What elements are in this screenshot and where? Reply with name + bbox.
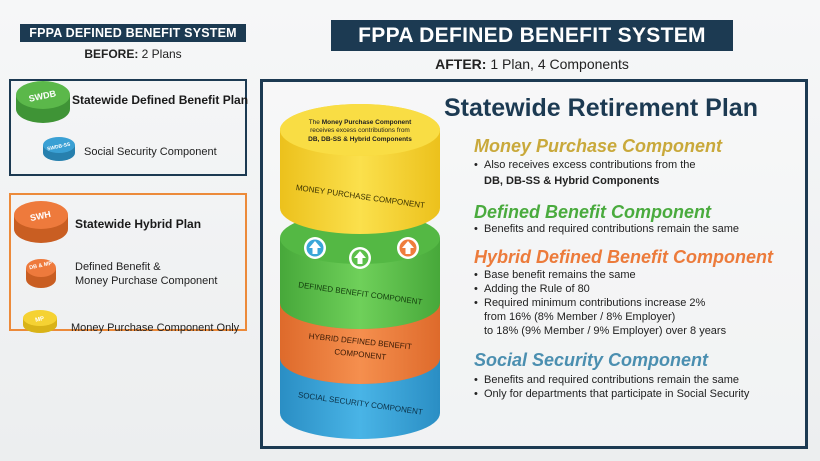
dbmp-disk-icon: DB & MP — [26, 259, 56, 288]
swdb-disk-icon: SWDB — [16, 81, 70, 123]
dbmp-label-line1: Defined Benefit & — [75, 261, 161, 273]
section-hybrid-bullet-3: •Required minimum contributions increase… — [474, 297, 706, 309]
up-arrow-icon — [304, 237, 326, 259]
swdb-ss-badge: SWDB-SS — [47, 141, 72, 152]
mp-label: Money Purchase Component Only — [71, 322, 240, 334]
stack-top-note-line2: receives excess contributions from — [310, 127, 410, 134]
before-disks: SWDB SWDB-SS SWH DB & MP MP — [14, 81, 75, 333]
section-mp-bold: DB, DB-SS & Hybrid Components — [484, 175, 660, 187]
section-hybrid-cont-2: to 18% (9% Member / 9% Employer) over 8 … — [484, 325, 727, 337]
section-mp-bullet: •Also receives excess contributions from… — [474, 159, 696, 171]
swdb-ss-disk-icon: SWDB-SS — [43, 137, 75, 161]
section-mp-heading: Money Purchase Component — [474, 136, 723, 156]
section-db-bullet: •Benefits and required contributions rem… — [474, 223, 739, 235]
swh-disk-icon: SWH — [14, 201, 68, 243]
section-hybrid-bullet-2: •Adding the Rule of 80 — [474, 283, 590, 295]
after-title: FPPA DEFINED BENEFIT SYSTEM — [358, 23, 706, 47]
before-box-defined-benefit — [9, 79, 247, 176]
after-title-banner: FPPA DEFINED BENEFIT SYSTEM — [331, 20, 733, 51]
plan-title: Statewide Retirement Plan — [444, 94, 758, 122]
stack-top-note-bold: Money Purchase Component — [322, 119, 412, 126]
before-subtitle: BEFORE: 2 Plans — [20, 47, 246, 61]
swh-badge: SWH — [29, 209, 52, 223]
dbmp-badge: DB & MP — [29, 261, 53, 272]
stack-top-note: The Money Purchase Component — [309, 119, 412, 126]
dbmp-label-line2: Money Purchase Component — [75, 275, 218, 287]
mp-badge: MP — [35, 316, 45, 324]
after-subtitle: AFTER: 1 Plan, 4 Components — [331, 56, 733, 72]
before-value: 2 Plans — [141, 47, 182, 61]
up-arrow-icon — [349, 247, 371, 269]
before-title-banner: FPPA DEFINED BENEFIT SYSTEM — [20, 24, 246, 42]
section-ss-bullet-1: •Benefits and required contributions rem… — [474, 374, 739, 386]
swh-label: Statewide Hybrid Plan — [75, 217, 202, 231]
before-box-hybrid — [9, 193, 247, 331]
section-hybrid-heading: Hybrid Defined Benefit Component — [474, 247, 774, 267]
section-ss-bullet-2: •Only for departments that participate i… — [474, 388, 750, 400]
section-hybrid-bullet-1: •Base benefit remains the same — [474, 269, 636, 281]
before-label: BEFORE: — [84, 47, 139, 61]
component-stack: The Money Purchase Component receives ex… — [280, 104, 440, 439]
after-label: AFTER: — [435, 56, 487, 72]
up-arrow-icon — [397, 237, 419, 259]
stack-top-note-pre: The — [309, 119, 321, 126]
mp-disk-icon: MP — [23, 310, 57, 333]
swdb-ss-label: Social Security Component — [84, 146, 217, 158]
section-hybrid-cont-1: from 16% (8% Member / 8% Employer) — [484, 311, 676, 323]
layer-money-purchase — [280, 104, 440, 234]
section-ss-heading: Social Security Component — [474, 350, 709, 370]
section-db-heading: Defined Benefit Component — [474, 202, 711, 222]
swdb-label: Statewide Defined Benefit Plan — [72, 93, 249, 107]
stack-top-note-line3: DB, DB-SS & Hybrid Components — [308, 136, 412, 143]
before-title: FPPA DEFINED BENEFIT SYSTEM — [29, 26, 237, 40]
after-value: 1 Plan, 4 Components — [490, 56, 629, 72]
